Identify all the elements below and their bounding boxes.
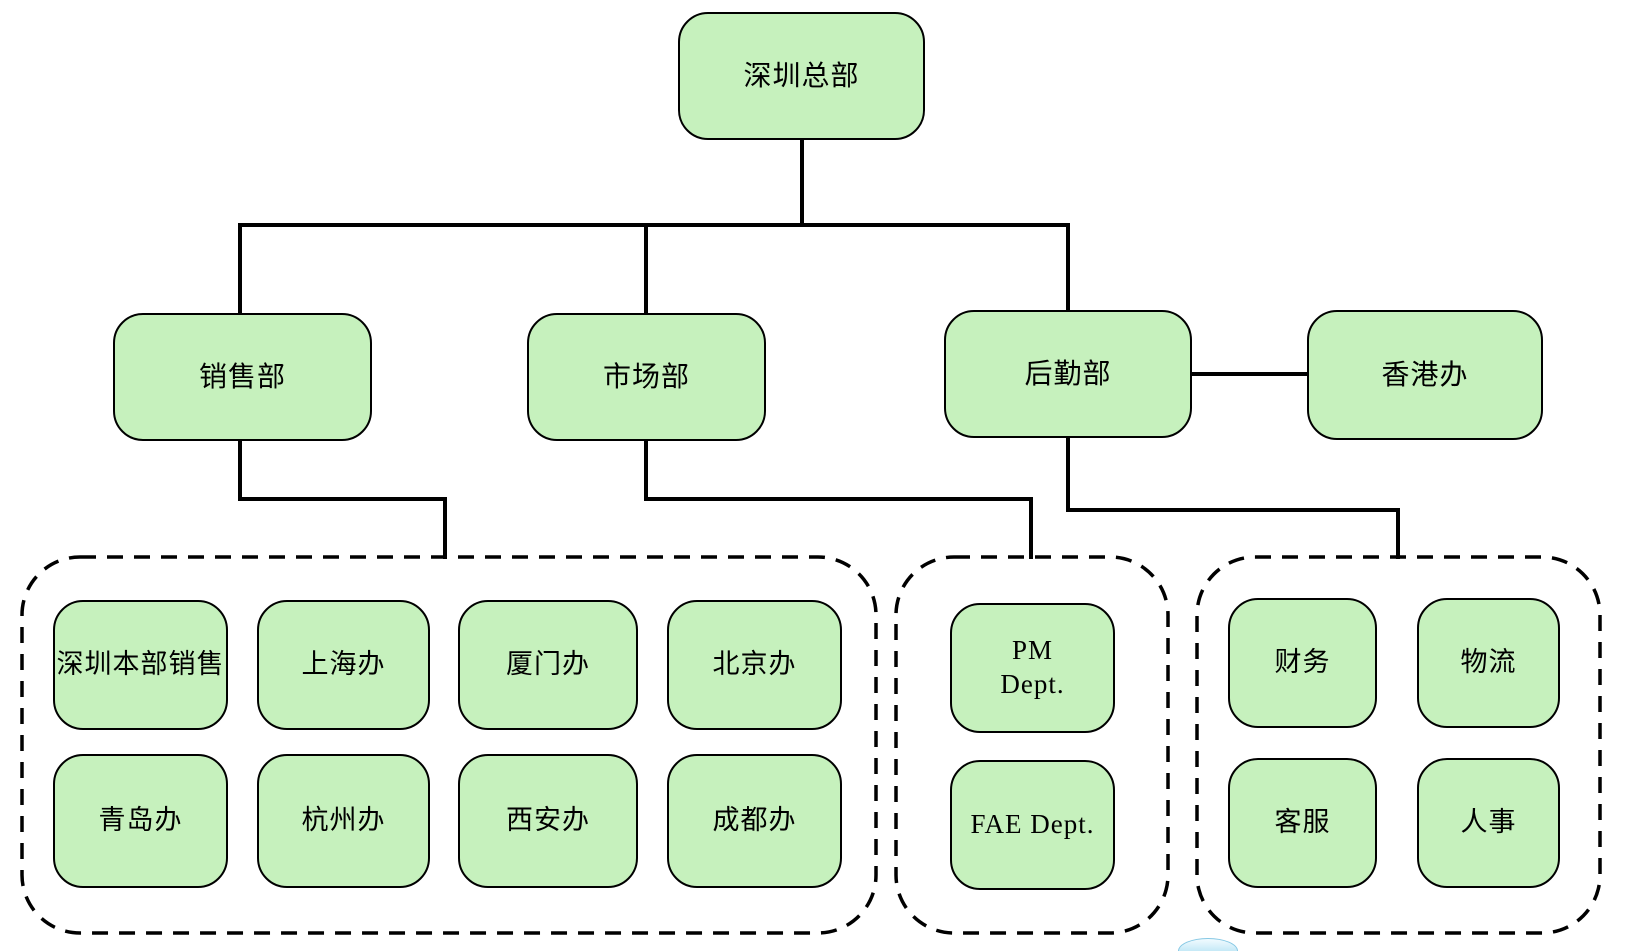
connector-marketing-to-depts <box>644 441 1033 559</box>
node-chengdu-office: 成都办 <box>667 754 842 888</box>
node-logistics: 物流 <box>1417 598 1560 728</box>
node-xian-office: 西安办 <box>458 754 638 888</box>
node-label: 深圳总部 <box>743 60 860 92</box>
connector-level2-bus <box>238 223 1070 313</box>
node-label: 财务 <box>1274 647 1331 678</box>
node-label: 人事 <box>1460 807 1517 838</box>
node-logistics-dept: 后勤部 <box>944 310 1192 438</box>
connector-logistics-to-functions <box>1066 438 1400 559</box>
node-hangzhou-office: 杭州办 <box>257 754 430 888</box>
node-sales-dept: 销售部 <box>113 313 372 441</box>
node-pm-dept: PM Dept. <box>950 603 1115 733</box>
node-label: 市场部 <box>602 361 690 393</box>
group-sales-offices <box>20 555 878 935</box>
node-label: 杭州办 <box>301 805 386 836</box>
node-label: 后勤部 <box>1024 358 1112 390</box>
node-label: 深圳本部销售 <box>56 649 225 680</box>
node-label: 西安办 <box>506 805 590 836</box>
node-finance: 财务 <box>1228 598 1377 728</box>
node-label: 上海办 <box>301 649 386 680</box>
node-shenzhen-hq: 深圳总部 <box>678 12 925 140</box>
connector-sales-to-offices <box>238 441 447 559</box>
node-marketing-dept: 市场部 <box>527 313 766 441</box>
node-label: 厦门办 <box>506 649 590 680</box>
node-hongkong-office: 香港办 <box>1307 310 1543 440</box>
node-customer-service: 客服 <box>1228 758 1377 888</box>
node-qingdao-office: 青岛办 <box>53 754 228 888</box>
node-beijing-office: 北京办 <box>667 600 842 730</box>
node-shanghai-office: 上海办 <box>257 600 430 730</box>
node-label: 北京办 <box>712 649 797 680</box>
node-hr: 人事 <box>1417 758 1560 888</box>
node-label: 客服 <box>1274 807 1331 838</box>
node-label: 青岛办 <box>98 805 183 836</box>
node-label: 销售部 <box>198 361 286 393</box>
node-label: 物流 <box>1460 647 1517 678</box>
node-label: PM Dept. <box>1000 635 1065 699</box>
group-logistics-functions <box>1195 555 1602 935</box>
node-label: 香港办 <box>1381 359 1469 391</box>
node-fae-dept: FAE Dept. <box>950 760 1115 890</box>
group-marketing-depts <box>894 555 1170 935</box>
node-label: 成都办 <box>712 805 797 836</box>
node-shenzhen-hq-sales: 深圳本部销售 <box>53 600 228 730</box>
node-label: FAE Dept. <box>970 809 1095 840</box>
node-xiamen-office: 厦门办 <box>458 600 638 730</box>
